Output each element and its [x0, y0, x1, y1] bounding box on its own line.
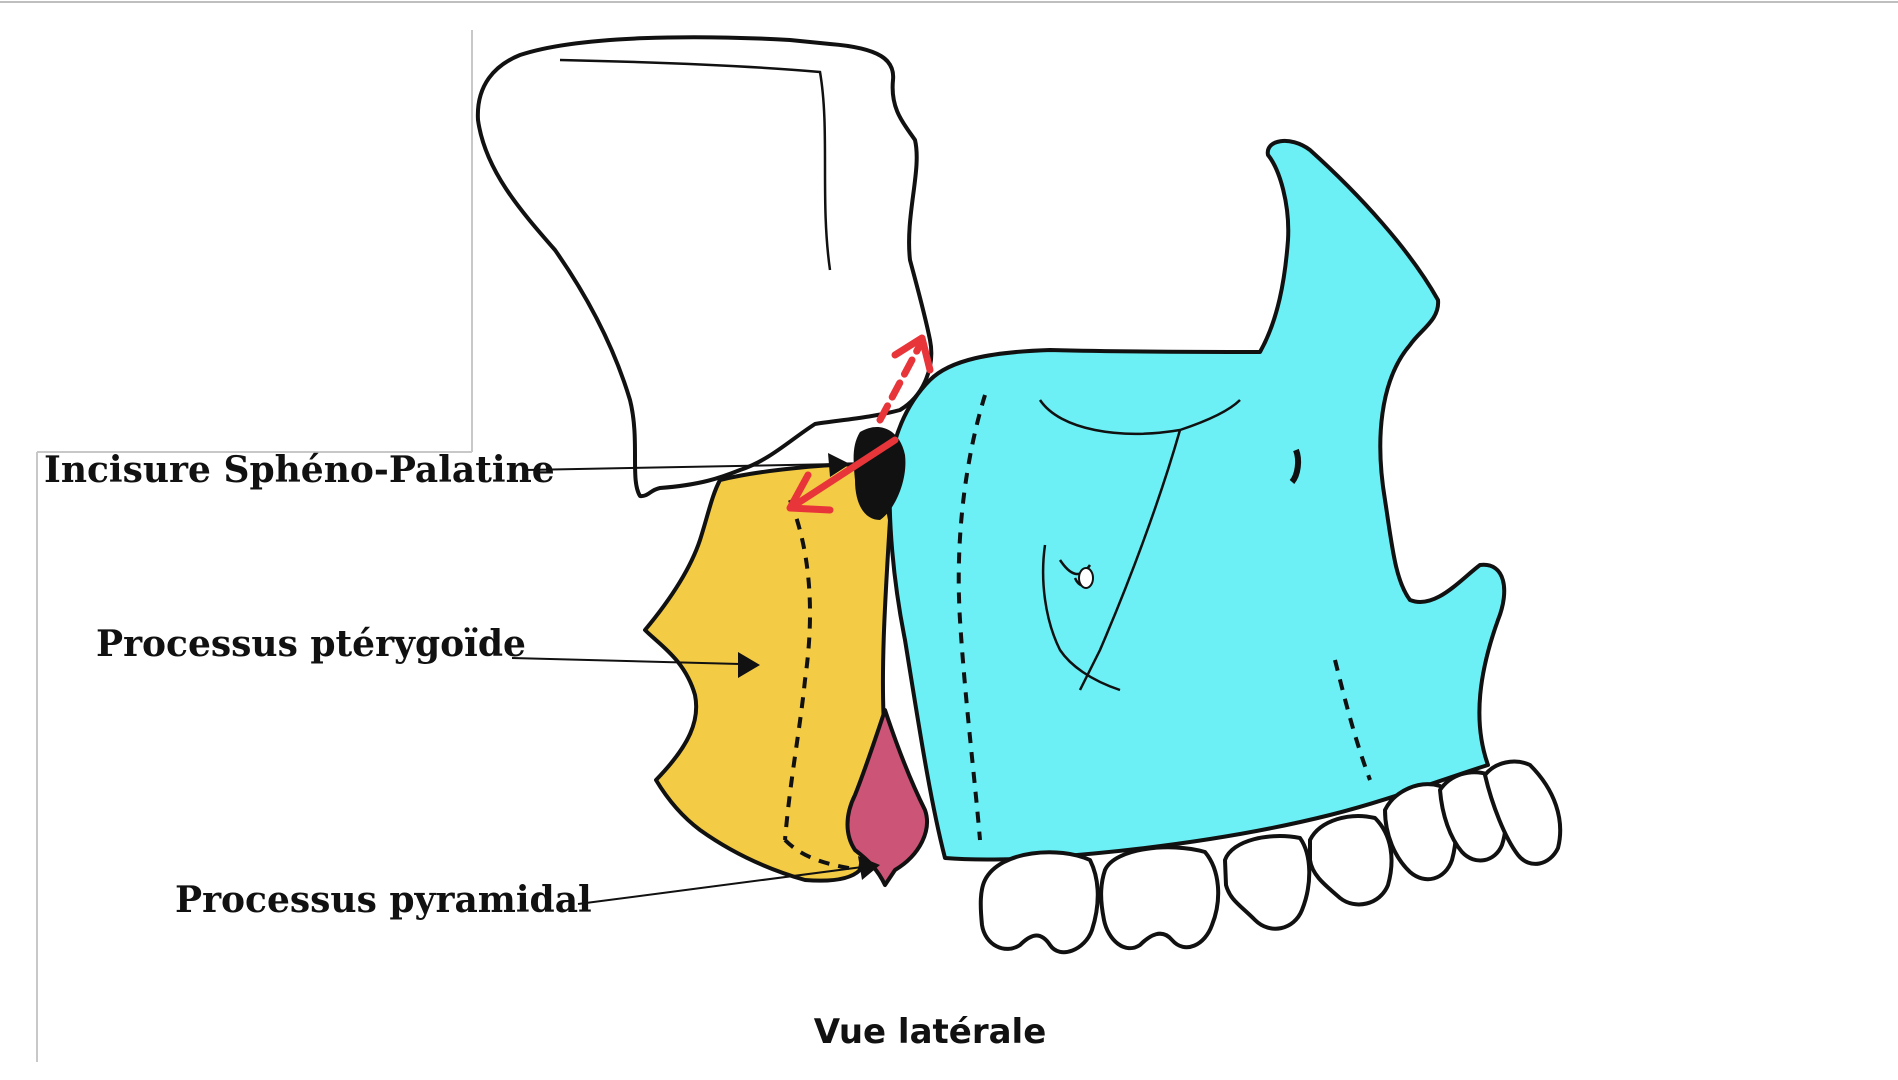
sphenoid-inner-line: [559, 58, 832, 271]
palatine-perpendicular-plate: [643, 462, 892, 883]
incisor-tooth-2: [1483, 759, 1563, 866]
figure-caption: Vue latérale: [814, 1012, 1047, 1052]
infraorbital-foramen-dot: [1078, 567, 1094, 589]
label-pterygoid-process: Processus ptérygoïde: [96, 623, 526, 665]
molar-tooth-1: [978, 850, 1100, 955]
pyramidal-process: [845, 708, 929, 887]
spheno-palatine-notch: [853, 426, 906, 520]
leader-arrowhead-spheno-palatine: [828, 453, 850, 477]
palatine-dashed-line-2: [783, 838, 861, 872]
red-arrow-head-up: [891, 334, 934, 374]
canine-tooth: [1383, 782, 1458, 882]
maxilla-bone: [887, 138, 1507, 862]
palatine-dashed-line-1: [783, 499, 812, 841]
leader-arrowhead-pyramidal: [858, 856, 880, 880]
label-spheno-palatine-notch: Incisure Sphéno-Palatine: [44, 449, 555, 491]
maxilla-small-mark: [1289, 448, 1302, 484]
molar-tooth-2: [1099, 845, 1221, 951]
sphenoid-bone-outline: [475, 35, 934, 499]
leader-line-pyramidal: [577, 865, 871, 905]
premolar-tooth-2: [1308, 814, 1394, 907]
leader-line-spheno-palatine: [525, 463, 841, 471]
leader-arrowhead-pterygoid: [738, 652, 760, 678]
premolar-tooth-1: [1223, 834, 1312, 931]
label-pyramidal-process: Processus pyramidal: [175, 879, 592, 921]
maxilla-canine-dashes: [1333, 659, 1372, 781]
red-arrow-shaft-up: [876, 341, 924, 424]
red-arrow-shaft-down: [791, 436, 899, 509]
maxilla-orbital-line: [1038, 399, 1241, 435]
red-arrow-head-left: [786, 471, 834, 514]
maxilla-tuberosity-line: [1041, 544, 1121, 692]
maxilla-dashed-line: [956, 394, 987, 841]
leader-line-pterygoid: [511, 657, 741, 665]
